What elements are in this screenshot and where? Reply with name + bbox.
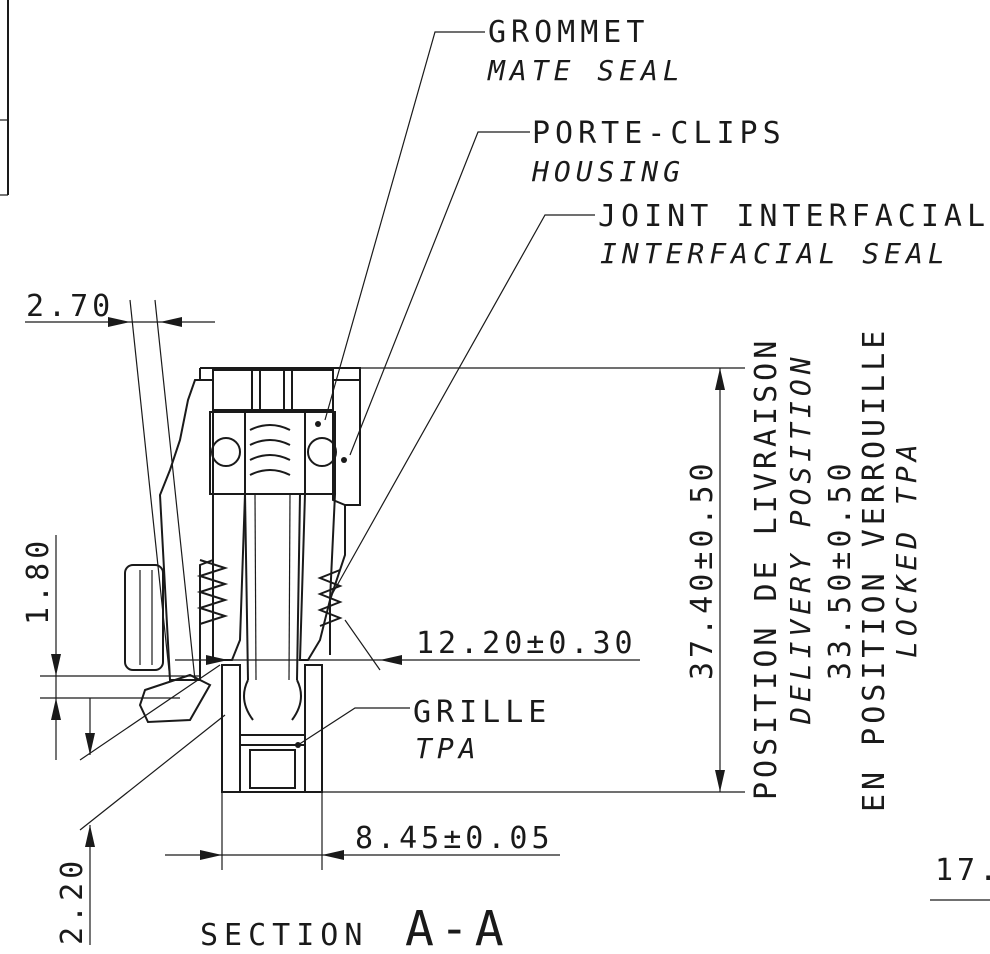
title-view: A-A	[405, 901, 510, 954]
dim-8-45: 8.45±0.05	[355, 821, 554, 856]
label-mate-seal: MATE SEAL	[487, 54, 685, 87]
title-section: SECTION	[200, 918, 368, 953]
leader-lines	[295, 31, 595, 748]
dim-17-text: 17.	[935, 853, 990, 888]
position-texts: POSITION DE LIVRAISON DELIVERY POSITION …	[749, 327, 923, 812]
label-interfacial-seal: INTERFACIAL SEAL	[600, 237, 950, 270]
dimension-lines	[25, 299, 745, 945]
connector-body	[124, 367, 361, 793]
dim-1-80: 1.80	[21, 537, 56, 625]
position-locked-tpa: LOCKED TPA	[890, 439, 923, 658]
frame-fragment	[0, 0, 9, 196]
label-joint-interfacial: JOINT INTERFACIAL	[598, 199, 990, 234]
section-title: SECTION A-A	[200, 901, 510, 954]
dim-2-20: 2.20	[55, 857, 90, 945]
label-housing: HOUSING	[531, 155, 685, 188]
position-verrouille: EN POSITION VERROUILLE	[857, 327, 892, 812]
label-tpa: TPA	[415, 732, 481, 765]
dim-2-70: 2.70	[26, 289, 114, 324]
label-grille: GRILLE	[413, 695, 551, 730]
dim-37-40: 37.40±0.50	[685, 459, 720, 680]
position-livraison: POSITION DE LIVRAISON	[749, 337, 784, 800]
dim-12-20: 12.20±0.30	[416, 626, 637, 661]
label-grommet: GROMMET	[488, 15, 649, 50]
dimension-17-fragment: 17.	[930, 853, 990, 901]
label-porte-clips: PORTE-CLIPS	[532, 116, 786, 151]
dim-33-50: 33.50±0.50	[823, 459, 858, 680]
position-delivery: DELIVERY POSITION	[784, 352, 817, 725]
dimension-texts: 2.70 1.80 2.20 12.20±0.30 8.45±0.05 37.4…	[21, 289, 858, 945]
part-labels: GROMMET MATE SEAL PORTE-CLIPS HOUSING JO…	[413, 15, 990, 765]
